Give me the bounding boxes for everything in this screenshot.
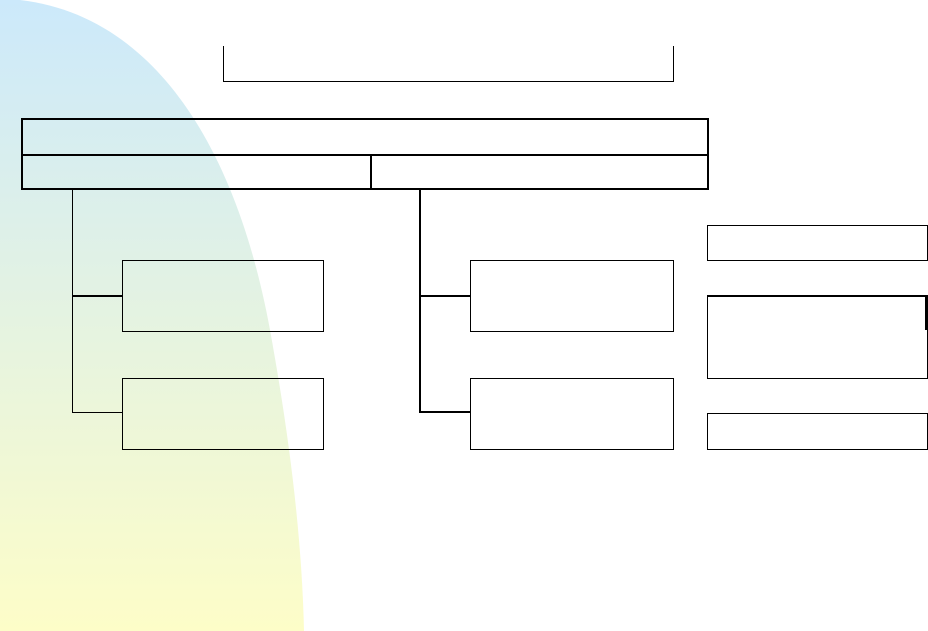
right-child-box-1 xyxy=(470,260,674,332)
right-child-box-2 xyxy=(470,378,674,450)
top-bracket-box xyxy=(223,46,674,82)
right-branch-connector-2 xyxy=(419,411,471,413)
side-box-1 xyxy=(707,225,928,261)
left-child-box-2 xyxy=(122,378,324,450)
left-branch-connector-2 xyxy=(72,412,123,413)
side-box-3 xyxy=(707,413,928,450)
left-child-box-1 xyxy=(122,260,324,332)
header-title-box xyxy=(21,118,709,156)
side-box-2 xyxy=(707,295,928,379)
left-branch-connector-1 xyxy=(72,295,123,297)
right-branch-trunk xyxy=(419,190,421,413)
header-right-cell xyxy=(370,154,709,190)
right-branch-connector-1 xyxy=(419,295,471,297)
header-left-cell xyxy=(21,154,372,190)
side-box-2-right-edge-mark xyxy=(925,295,927,330)
left-branch-trunk xyxy=(72,190,73,413)
